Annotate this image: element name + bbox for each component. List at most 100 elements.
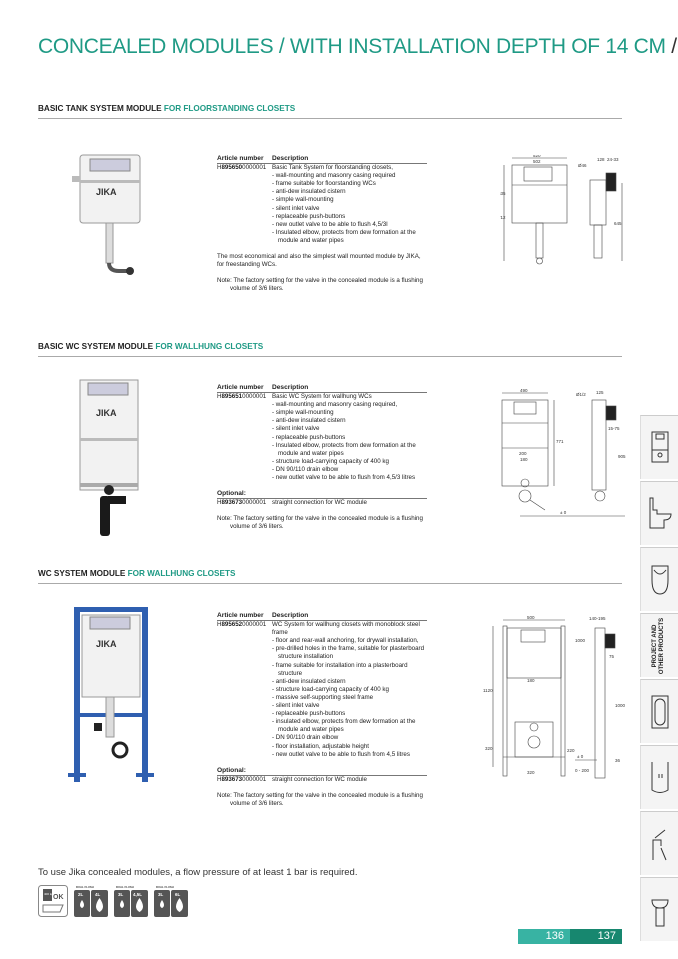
description-line: - frame suitable for installation into a… (272, 661, 408, 669)
column-description: Description (272, 155, 309, 162)
dim-label: 75 (609, 654, 615, 659)
article-code: 893673 (221, 499, 243, 507)
icon-caption: DUAL FLUSH (156, 885, 174, 889)
article-suffix: 0000001 (242, 621, 267, 629)
article-code: 895650 (221, 164, 243, 172)
tab-bathtubs[interactable] (640, 679, 678, 743)
tab-label-line2: OTHER PRODUCTS (659, 617, 666, 674)
description-line: - DN 90/110 drain elbow (272, 734, 339, 742)
dim-label: Ø46 (578, 163, 587, 168)
article-code: 895651 (221, 393, 243, 401)
tab-faucets[interactable] (640, 811, 678, 875)
svg-text:JIKA: JIKA (96, 408, 117, 418)
optional-description: straight connection for WC module (272, 775, 367, 783)
dual-flush-3-6-icon: DUAL FLUSH 3L 6L (154, 885, 188, 917)
dim-label: 520 (533, 155, 541, 158)
description-line: - floor and rear-wall anchoring, for dry… (272, 637, 419, 645)
toilet-icon (649, 497, 672, 528)
large-flush: 4L (95, 892, 101, 897)
description-line: structure installation (278, 653, 334, 661)
article-number: H8936730000001 (217, 499, 272, 507)
summary-text: The most economical and also the simples… (217, 253, 421, 269)
description-line: WC System for wallhung closets with mono… (272, 621, 420, 629)
svg-text:JIKA: JIKA (96, 639, 117, 649)
description-line: - DN 90/110 drain elbow (272, 465, 339, 473)
optional-description: straight connection for WC module (272, 499, 367, 507)
title-text: CONCEALED MODULES / WITH INSTALLATION DE… (38, 35, 666, 58)
faucet-icon (652, 829, 666, 860)
section-heading-wc-system: WC SYSTEM MODULE FOR WALLHUNG CLOSETS (38, 569, 622, 584)
tab-shower-enclosures[interactable] (640, 745, 678, 809)
description-line: - replaceable push-buttons (272, 212, 346, 220)
heading-accent: FOR WALLHUNG CLOSETS (155, 342, 264, 351)
description-line: - replaceable push-buttons (272, 710, 346, 718)
dim-label: 200 (519, 451, 527, 456)
large-flush: 4,5L (133, 892, 142, 897)
dim-label: 180 (520, 457, 528, 462)
description-line: - silent inlet valve (272, 425, 320, 433)
article-prefix: H (217, 621, 222, 629)
optional-heading: Optional: (217, 490, 427, 500)
description-line: - silent inlet valve (272, 204, 320, 212)
dim-label: 220 (567, 748, 575, 753)
column-description: Description (272, 612, 309, 619)
description-line: - new outlet valve to be able to flush f… (272, 474, 416, 482)
description-line: - anti-dew insulated cistern (272, 188, 346, 196)
ok-label: OK (53, 894, 64, 901)
table-row: H8956520000001 WC System for wallhung clo… (217, 621, 427, 759)
description-line: Basic Tank System for floorstanding clos… (272, 164, 393, 172)
shower-enclosure-icon (651, 761, 668, 793)
description-line: - structure load-carrying capacity of 40… (272, 685, 389, 693)
tab-urinals[interactable] (640, 547, 678, 611)
article-code: 895652 (221, 621, 243, 629)
article-prefix: H (217, 164, 222, 172)
basic-wc-module-photo: JIKA (79, 379, 139, 536)
icon-caption: DUAL FLUSH (76, 885, 94, 889)
dim-label: 320 (485, 746, 493, 751)
dim-label: ± 0 (560, 510, 567, 515)
description-line: module and water pipes (278, 726, 344, 734)
description-line: - anti-dew insulated cistern (272, 417, 346, 425)
dim-label: 490 (520, 388, 528, 393)
feature-icons: 400 kg OK DUAL FLUSH 2L 4L DUAL FLUSH 3L… (38, 885, 188, 917)
optional-heading: Optional: (217, 767, 427, 776)
dim-label: 712 (500, 215, 506, 220)
column-article-number: Article number (217, 155, 264, 162)
article-number: H8936730000001 (217, 776, 272, 784)
tab-toilets[interactable] (640, 481, 678, 545)
jika-logo: JIKA (96, 187, 117, 197)
dim-label: 1000 (575, 638, 586, 643)
dim-label: Ø1/2 (576, 392, 586, 397)
dim-label: 500 (527, 615, 535, 620)
tab-washbasins[interactable] (640, 877, 678, 941)
tab-concealed-modules[interactable] (640, 415, 678, 479)
dim-label: 24-33 (607, 157, 619, 162)
column-article-number: Article number (217, 384, 264, 391)
dim-label: 140-195 (589, 616, 606, 621)
basic-tank-module-photo: JIKA (72, 154, 141, 275)
small-flush: 2L (78, 892, 84, 897)
concealed-module-icon (651, 431, 668, 462)
factory-setting-note: Note: The factory setting for the valve … (217, 791, 423, 807)
small-flush: 3L (158, 892, 164, 897)
washbasin-icon (650, 899, 669, 926)
dim-label: 36 (615, 758, 621, 763)
description-line: - wall-mounting and masonry casing requi… (272, 172, 396, 180)
dim-label: 180 (527, 678, 535, 683)
page-number-right: 137 (570, 929, 622, 944)
description-line: module and water pipes (278, 449, 344, 457)
description-line: - anti-dew insulated cistern (272, 677, 346, 685)
dim-label: 125 (596, 390, 604, 395)
description-line: - silent inlet valve (272, 702, 320, 710)
description-line: - replaceable push-buttons (272, 433, 346, 441)
